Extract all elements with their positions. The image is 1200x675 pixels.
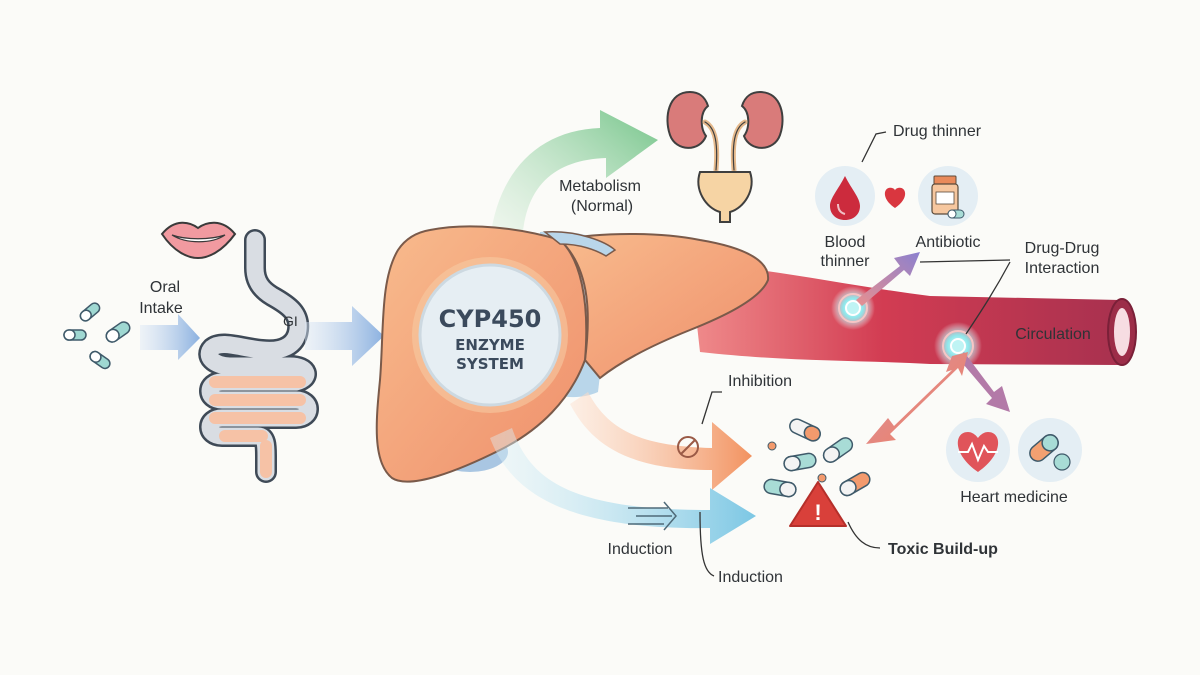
enzyme-subtitle-2: SYSTEM bbox=[456, 355, 524, 373]
drug-thinner-leader bbox=[861, 131, 887, 163]
ddi-double-arrow bbox=[866, 352, 968, 444]
lips-icon bbox=[160, 221, 237, 260]
induction-leader bbox=[699, 511, 715, 577]
blood-drop-icon bbox=[815, 166, 875, 226]
toxic-leader bbox=[847, 521, 881, 549]
ddi-label-1: Drug-Drug bbox=[1025, 240, 1100, 257]
capsule-icon bbox=[1018, 418, 1082, 482]
no-entry-icon bbox=[677, 436, 699, 458]
inhibition-arrow bbox=[570, 392, 752, 490]
inhibition-label: Inhibition bbox=[728, 373, 792, 390]
heart-icon bbox=[884, 187, 906, 208]
warning-triangle-icon: ! bbox=[789, 481, 847, 527]
ddi-label-2: Interaction bbox=[1025, 260, 1100, 277]
metabolism-label-1: Metabolism bbox=[559, 178, 641, 195]
gi-label: GI bbox=[283, 313, 298, 329]
gi-to-liver-arrow bbox=[305, 306, 384, 366]
metabolism-arrow bbox=[490, 110, 658, 250]
enzyme-subtitle-1: ENZYME bbox=[455, 336, 525, 354]
drug-thinner-label: Drug thinner bbox=[893, 123, 982, 140]
stomach-intestine-icon bbox=[198, 229, 319, 483]
pill-bottle-icon bbox=[918, 166, 978, 226]
warning-mark: ! bbox=[814, 500, 821, 525]
interaction-point-2 bbox=[934, 322, 982, 370]
antibiotic-label: Antibiotic bbox=[916, 234, 981, 251]
cyp450-enzyme-badge: CYP450 ENZYME SYSTEM bbox=[412, 257, 568, 413]
oral-intake-label-2: Intake bbox=[139, 300, 183, 317]
toxic-buildup-label: Toxic Build-up bbox=[888, 541, 998, 558]
kidney-bladder-icon bbox=[666, 90, 784, 223]
blood-thinner-label-1: Blood bbox=[825, 234, 866, 251]
speed-lines-icon bbox=[628, 501, 677, 531]
heart-ecg-icon bbox=[946, 418, 1010, 482]
heart-medicine-label: Heart medicine bbox=[960, 489, 1068, 506]
ddi-leader bbox=[919, 259, 1011, 335]
circulation-label: Circulation bbox=[1015, 326, 1091, 343]
blood-thinner-label-2: thinner bbox=[821, 253, 871, 270]
inhibition-leader bbox=[701, 391, 722, 425]
enzyme-title: CYP450 bbox=[439, 305, 542, 333]
oral-intake-label-1: Oral bbox=[150, 279, 180, 296]
to-heart-medicine-arrow bbox=[958, 352, 1010, 412]
intake-arrow bbox=[140, 314, 200, 360]
pill-pile-icon bbox=[763, 418, 871, 498]
to-antibiotic-arrow bbox=[856, 252, 920, 306]
induction-arrow bbox=[490, 428, 756, 544]
induction-label-left: Induction bbox=[608, 541, 673, 558]
metabolism-label-2: (Normal) bbox=[571, 198, 633, 215]
induction-label-bottom: Induction bbox=[718, 569, 783, 586]
blood-vessel bbox=[690, 262, 1137, 366]
pills-left-icon bbox=[63, 302, 131, 370]
